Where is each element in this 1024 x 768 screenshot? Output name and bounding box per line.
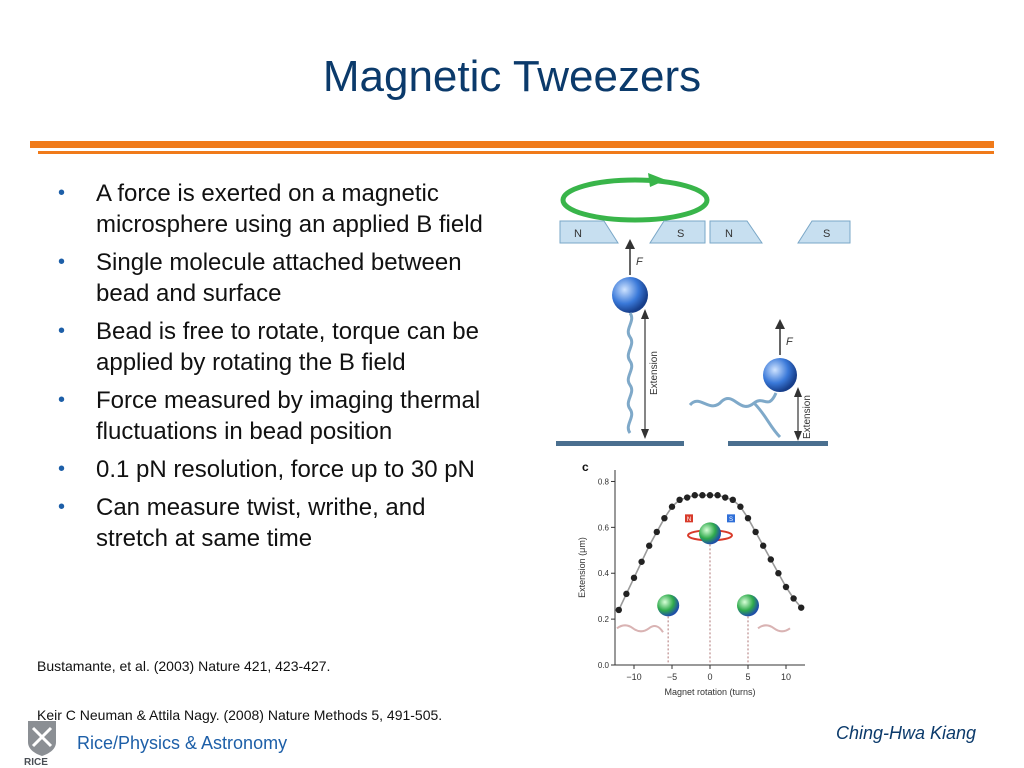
magnetic-tweezers-figure: N S N S F Extension F Extension	[556, 173, 851, 697]
rice-shield-cross-icon	[31, 726, 53, 748]
magnet-label: S	[677, 228, 684, 240]
x-tick-label: 0	[707, 672, 712, 682]
data-point	[722, 494, 729, 501]
panel-label: c	[582, 460, 589, 474]
data-point	[798, 604, 805, 611]
data-point	[653, 528, 660, 536]
author-name: Ching-Hwa Kiang	[836, 723, 977, 743]
bullet-dot-icon: •	[58, 251, 66, 273]
plectoneme-icon	[616, 624, 664, 633]
y-tick-label: 0.6	[598, 523, 610, 532]
reference-2: Keir C Neuman & Attila Nagy. (2008) Natu…	[37, 707, 443, 723]
force-arrowhead-icon	[775, 319, 785, 329]
data-point	[744, 514, 752, 522]
bead-icon	[699, 522, 721, 545]
bullet-item: •Bead is free to rotate, torque can be a…	[58, 318, 479, 376]
data-point	[752, 528, 759, 536]
data-point	[630, 574, 638, 582]
extension-arrowhead-icon	[794, 387, 802, 397]
x-tick-label: 10	[781, 672, 791, 682]
data-point	[661, 514, 668, 522]
bullet-item: •A force is exerted on a magnetic micros…	[58, 180, 483, 238]
magnet-s-left	[649, 220, 706, 244]
rotation-arrow-icon	[648, 173, 666, 187]
department-name: Rice/Physics & Astronomy	[77, 733, 288, 753]
y-tick-label: 0.2	[598, 615, 610, 624]
data-point	[790, 595, 797, 602]
magnetic-bead-icon	[612, 277, 648, 313]
x-axis-label: Magnet rotation (turns)	[664, 687, 755, 697]
data-point	[782, 583, 790, 591]
bead-icon	[737, 594, 759, 617]
magnet-n-marker-icon	[685, 514, 693, 523]
force-arrowhead-icon	[625, 239, 635, 249]
magnet-s-marker-label: S	[729, 517, 733, 523]
reference-1: Bustamante, et al. (2003) Nature 421, 42…	[37, 658, 331, 674]
extension-arrowhead-icon	[794, 431, 802, 441]
data-point	[676, 496, 683, 504]
magnet-label: S	[823, 228, 830, 240]
data-point	[646, 542, 653, 549]
magnetic-bead-icon	[763, 358, 797, 392]
y-tick-label: 0.0	[598, 661, 610, 670]
extension-label: Extension	[802, 395, 813, 439]
magnet-n-right	[709, 220, 763, 244]
data-point	[760, 542, 767, 549]
bullet-item: •Single molecule attached between bead a…	[58, 249, 462, 307]
x-tick-label: −10	[626, 672, 641, 682]
y-axis-label: Extension (μm)	[577, 537, 587, 598]
data-point	[691, 492, 698, 499]
bullet-dot-icon: •	[58, 389, 66, 411]
bullet-dot-icon: •	[58, 458, 66, 480]
magnet-label: N	[725, 228, 733, 240]
data-point	[737, 503, 744, 510]
data-point	[714, 492, 721, 499]
y-tick-label: 0.8	[598, 477, 610, 486]
magnet-s-marker-icon	[727, 514, 735, 523]
slide-title: Magnetic Tweezers	[322, 52, 702, 101]
data-point	[623, 590, 630, 598]
y-tick-label: 0.4	[598, 569, 610, 578]
bullet-list: •A force is exerted on a magnetic micros…	[56, 178, 496, 561]
data-point	[699, 492, 706, 499]
magnet-s-right	[797, 220, 851, 244]
data-point	[775, 570, 782, 577]
extension-arrowhead-icon	[641, 309, 649, 319]
force-label: F	[636, 256, 644, 268]
bullet-item: •Force measured by imaging thermal fluct…	[58, 387, 481, 445]
bullet-dot-icon: •	[58, 182, 66, 204]
bullet-dot-icon: •	[58, 320, 66, 342]
x-tick-label: −5	[667, 672, 677, 682]
supercoiled-dna-icon	[688, 392, 782, 439]
bullet-item: •0.1 pN resolution, force up to 30 pN	[58, 456, 475, 483]
data-point	[638, 558, 645, 565]
data-point	[684, 494, 691, 501]
extension-label: Extension	[649, 351, 660, 395]
bullet-item: •Can measure twist, writhe, and stretch …	[58, 494, 426, 552]
logo-text: RICE	[24, 757, 48, 766]
data-point	[729, 496, 736, 504]
magnet-n-marker-label: N	[687, 517, 691, 523]
force-label: F	[786, 336, 794, 348]
magnet-n-left	[559, 220, 619, 244]
surface-right	[728, 441, 828, 446]
extension-arrowhead-icon	[641, 429, 649, 439]
plectoneme-icon	[757, 624, 791, 633]
title-divider-thin	[38, 151, 994, 154]
data-point	[615, 606, 622, 614]
data-point	[767, 556, 774, 563]
data-point	[668, 503, 676, 510]
magnet-label: N	[574, 228, 582, 240]
dna-strand-icon	[626, 312, 634, 434]
title-divider	[30, 141, 994, 148]
bead-icon	[657, 594, 680, 617]
x-tick-label: 5	[745, 672, 750, 682]
rotation-ring-icon	[560, 177, 710, 223]
rice-logo-icon: RICE	[24, 721, 56, 766]
surface-left	[556, 441, 684, 446]
data-point	[706, 492, 714, 499]
bullet-dot-icon: •	[58, 496, 66, 518]
